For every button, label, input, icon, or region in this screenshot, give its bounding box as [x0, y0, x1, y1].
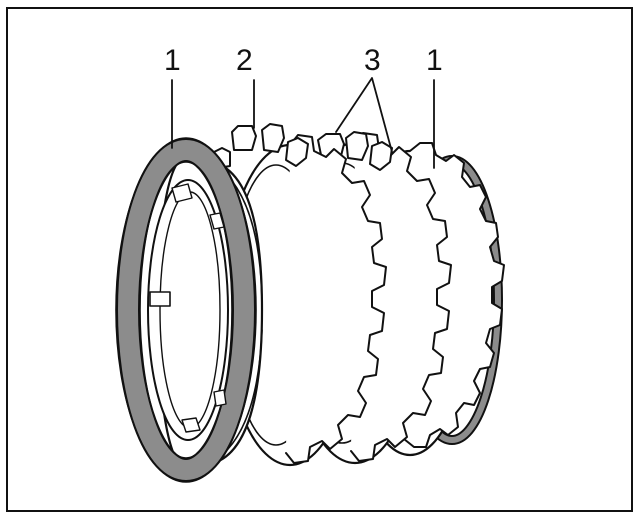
label-circlip-left: 1 — [164, 44, 181, 77]
circlip-left — [115, 137, 257, 483]
border — [6, 7, 633, 512]
leader-inner-rings — [335, 77, 393, 153]
leader-lines — [171, 77, 435, 169]
label-inner-rings: 3 — [364, 44, 381, 77]
label-circlip-right: 1 — [426, 44, 443, 77]
callout-labels: 1 2 3 1 — [164, 44, 443, 77]
label-synchro-hub: 2 — [236, 44, 253, 77]
hub-bore — [147, 179, 229, 441]
gear-ring-front — [213, 123, 387, 467]
